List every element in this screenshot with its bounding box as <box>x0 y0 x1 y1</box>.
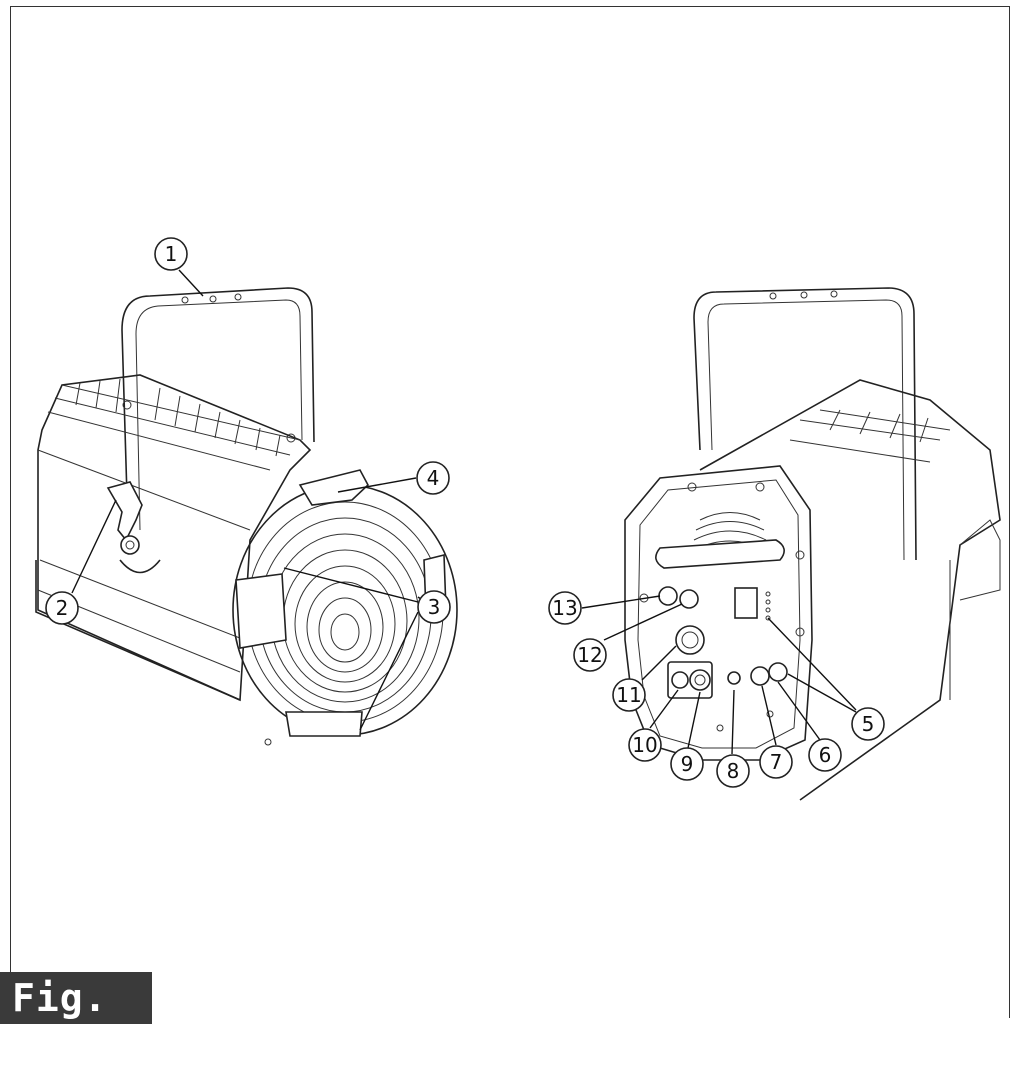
svg-text:7: 7 <box>770 750 783 774</box>
callout-12: 12 <box>573 638 607 672</box>
power-out-connector <box>689 669 711 691</box>
leader-lines <box>71 269 857 755</box>
left-accessory-clip <box>235 573 287 649</box>
figure-frame <box>10 6 1010 1018</box>
svg-text:12: 12 <box>577 643 602 667</box>
callout-6: 6 <box>808 738 842 772</box>
display-screen <box>734 587 758 619</box>
callout-4: 4 <box>416 461 450 495</box>
svg-text:13: 13 <box>552 596 577 620</box>
knob-12 <box>679 589 699 609</box>
svg-text:3: 3 <box>428 595 441 619</box>
callout-13: 13 <box>548 591 582 625</box>
callout-10: 10 <box>628 728 662 762</box>
front-view-fixture <box>35 287 458 746</box>
callout-2: 2 <box>45 591 79 625</box>
power-in-connector <box>671 671 689 689</box>
fixture-diagram: 1 2 3 4 5 6 7 8 9 10 11 12 <box>35 237 1001 801</box>
top-accessory-clip <box>298 469 369 506</box>
tilt-lock-handle <box>106 481 143 542</box>
callout-8: 8 <box>716 754 750 788</box>
rear-panel <box>624 465 813 761</box>
svg-text:2: 2 <box>56 596 69 620</box>
fixture-body <box>37 374 312 702</box>
rear-handle <box>655 539 785 569</box>
callout-1: 1 <box>154 237 188 271</box>
status-leds <box>765 591 771 621</box>
focus-knob <box>675 625 705 655</box>
rear-yoke-bracket <box>693 287 917 561</box>
dmx-in-connector <box>750 666 770 686</box>
svg-text:10: 10 <box>632 733 657 757</box>
bottom-accessory-clip <box>285 711 363 737</box>
knob-13 <box>658 586 678 606</box>
svg-text:5: 5 <box>862 712 875 736</box>
callout-3: 3 <box>417 590 451 624</box>
callout-5: 5 <box>851 707 885 741</box>
svg-text:9: 9 <box>681 752 694 776</box>
callout-7: 7 <box>759 745 793 779</box>
svg-text:4: 4 <box>427 466 440 490</box>
callout-11: 11 <box>612 678 646 712</box>
svg-text:1: 1 <box>165 242 178 266</box>
rear-view-fixture <box>624 287 1001 801</box>
callout-9: 9 <box>670 747 704 781</box>
figure-label: Fig. 1 <box>0 972 152 1072</box>
svg-text:6: 6 <box>819 743 832 767</box>
yoke-bracket <box>121 287 315 531</box>
sensor <box>727 671 741 685</box>
svg-text:11: 11 <box>616 683 641 707</box>
svg-text:8: 8 <box>727 759 740 783</box>
dmx-out-connector <box>768 662 788 682</box>
